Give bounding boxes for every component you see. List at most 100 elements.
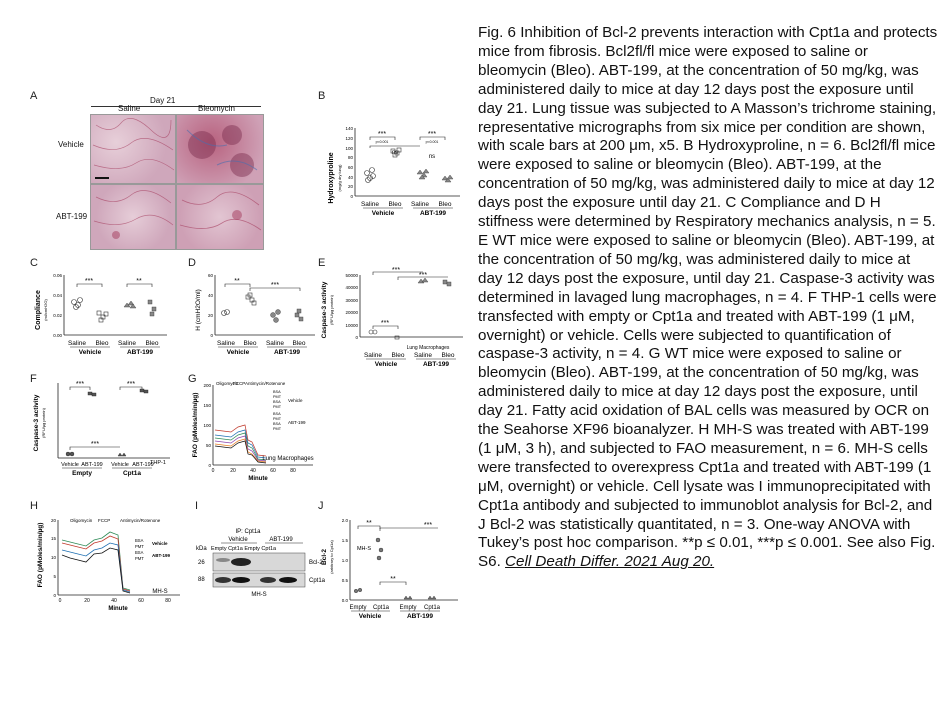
svg-text:26: 26: [198, 560, 205, 566]
svg-text:BSA: BSA: [135, 538, 144, 543]
svg-text:MH-S: MH-S: [152, 589, 167, 595]
svg-text:FAO (pMoles/min/µg): FAO (pMoles/min/µg): [192, 393, 199, 458]
svg-text:Bleo: Bleo: [145, 340, 158, 347]
panel-c-chart: Compliance (ml/cmH2O) 0.000.02 0.040.06 …: [35, 273, 167, 356]
svg-text:PMT: PMT: [273, 417, 282, 421]
figure-caption: Fig. 6 Inhibition of Bcl-2 prevents inte…: [478, 24, 938, 572]
svg-text:80: 80: [290, 468, 296, 474]
svg-text:0: 0: [208, 463, 211, 468]
svg-text:140: 140: [345, 126, 353, 131]
svg-text:40: 40: [348, 175, 354, 180]
panel-g-label: G: [188, 373, 197, 385]
svg-text:(ml/cmH2O): (ml/cmH2O): [43, 299, 48, 321]
svg-text:0: 0: [210, 333, 213, 338]
svg-text:Cpt1a: Cpt1a: [373, 605, 390, 611]
svg-text:BSA: BSA: [273, 390, 281, 394]
svg-text:Vehicle: Vehicle: [228, 537, 248, 543]
panel-a-label: A: [30, 90, 38, 102]
svg-text:**: **: [136, 278, 142, 285]
panel-c-label: C: [30, 257, 38, 269]
svg-text:Vehicle: Vehicle: [359, 613, 382, 620]
svg-text:**: **: [366, 520, 372, 527]
svg-text:PMT: PMT: [135, 556, 144, 561]
figure-panels: A Day 21 Saline Bleomycin Vehicle ABT-19…: [0, 0, 472, 709]
svg-text:FAO (pMoles/min/µg): FAO (pMoles/min/µg): [37, 523, 44, 588]
svg-text:0: 0: [59, 598, 62, 604]
svg-text:0.06: 0.06: [53, 273, 62, 278]
svg-text:***: ***: [271, 282, 279, 289]
micrograph-abt-saline: [90, 184, 176, 250]
svg-text:Cpt1a: Cpt1a: [123, 470, 141, 477]
caption-citation-link[interactable]: Cell Death Differ. 2021 Aug 20.: [505, 553, 715, 571]
svg-text:100: 100: [203, 423, 211, 428]
svg-text:Lung Macrophages: Lung Macrophages: [262, 456, 313, 462]
svg-text:0: 0: [350, 194, 353, 199]
svg-text:20000: 20000: [345, 310, 358, 315]
svg-text:0.02: 0.02: [53, 313, 62, 318]
svg-text:60: 60: [138, 598, 144, 604]
panel-h-label: H: [30, 500, 38, 512]
svg-text:THP-1: THP-1: [150, 460, 166, 466]
svg-text:Bleo: Bleo: [391, 352, 404, 359]
panel-j-chart: Bcl-2 (arbitrary to Cpt1a) 0.00.5 1.01.5…: [321, 518, 458, 620]
svg-text:PMT: PMT: [273, 395, 282, 399]
svg-text:0: 0: [212, 468, 215, 474]
svg-text:Empty: Empty: [349, 605, 366, 611]
svg-text:Antimycin/Rotenone: Antimycin/Rotenone: [245, 381, 286, 386]
svg-text:Bleo: Bleo: [95, 340, 108, 347]
svg-text:Bleo: Bleo: [441, 352, 454, 359]
svg-text:***: ***: [91, 441, 99, 448]
svg-text:1.0: 1.0: [342, 558, 349, 563]
svg-text:BSA: BSA: [273, 412, 281, 416]
panel-e-label: E: [318, 257, 326, 269]
svg-text:20: 20: [208, 313, 214, 318]
svg-text:60: 60: [348, 165, 354, 170]
svg-text:Bleo: Bleo: [438, 201, 451, 208]
panel-b-label: B: [318, 90, 326, 102]
svg-text:PMT: PMT: [273, 405, 282, 409]
svg-text:Vehicle: Vehicle: [152, 541, 168, 546]
svg-text:Vehicle: Vehicle: [227, 349, 250, 356]
panel-b-sig2: ***: [428, 131, 436, 138]
svg-text:20: 20: [51, 518, 57, 523]
panel-f-chart: Caspase-3 activity (RFU/µg protein) *** …: [33, 381, 170, 477]
svg-text:80: 80: [165, 598, 171, 604]
svg-text:40000: 40000: [345, 285, 358, 290]
svg-text:Vehicle: Vehicle: [79, 349, 102, 356]
micrograph-vehicle-bleo: [176, 114, 264, 184]
svg-text:88: 88: [198, 577, 205, 583]
svg-text:2.0: 2.0: [342, 518, 349, 523]
svg-text:120: 120: [345, 136, 353, 141]
svg-text:0.5: 0.5: [342, 578, 349, 583]
svg-text:50: 50: [206, 443, 212, 448]
panel-b-sig1: ***: [378, 131, 386, 138]
panel-a-col-bleo: Bleomycin: [198, 104, 235, 113]
svg-text:***: ***: [424, 522, 432, 529]
svg-text:PMT: PMT: [273, 427, 282, 431]
svg-text:Antimycin/Rotenone: Antimycin/Rotenone: [120, 518, 161, 523]
panel-b-chart: Hydroxyproline (mg/g dry lung) 0 20 40 6…: [328, 126, 460, 217]
svg-text:20: 20: [230, 468, 236, 474]
svg-text:MH-S: MH-S: [251, 592, 266, 598]
svg-text:ABT-199: ABT-199: [288, 420, 306, 425]
svg-text:ns: ns: [429, 154, 435, 160]
svg-text:Oligomycin: Oligomycin: [70, 518, 93, 523]
svg-text:30000: 30000: [345, 298, 358, 303]
svg-text:Saline: Saline: [266, 340, 284, 347]
svg-text:Empty Cpt1a Empty Cpt1a: Empty Cpt1a Empty Cpt1a: [211, 546, 277, 552]
svg-text:0.0: 0.0: [342, 598, 349, 603]
svg-text:FCCP: FCCP: [233, 381, 245, 386]
svg-text:10000: 10000: [345, 323, 358, 328]
svg-text:BSA: BSA: [135, 550, 144, 555]
svg-text:**: **: [390, 576, 396, 583]
svg-text:60: 60: [208, 273, 214, 278]
svg-text:Caspase-3 activity: Caspase-3 activity: [33, 394, 40, 451]
svg-text:ABT-199: ABT-199: [423, 361, 449, 368]
panel-a-col-saline: Saline: [118, 104, 141, 113]
svg-text:100: 100: [345, 146, 353, 151]
micrograph-vehicle-saline: [90, 114, 176, 184]
svg-text:40: 40: [208, 293, 214, 298]
svg-text:Bcl-2: Bcl-2: [321, 549, 328, 565]
svg-text:(RFU/µg protein): (RFU/µg protein): [41, 407, 46, 438]
